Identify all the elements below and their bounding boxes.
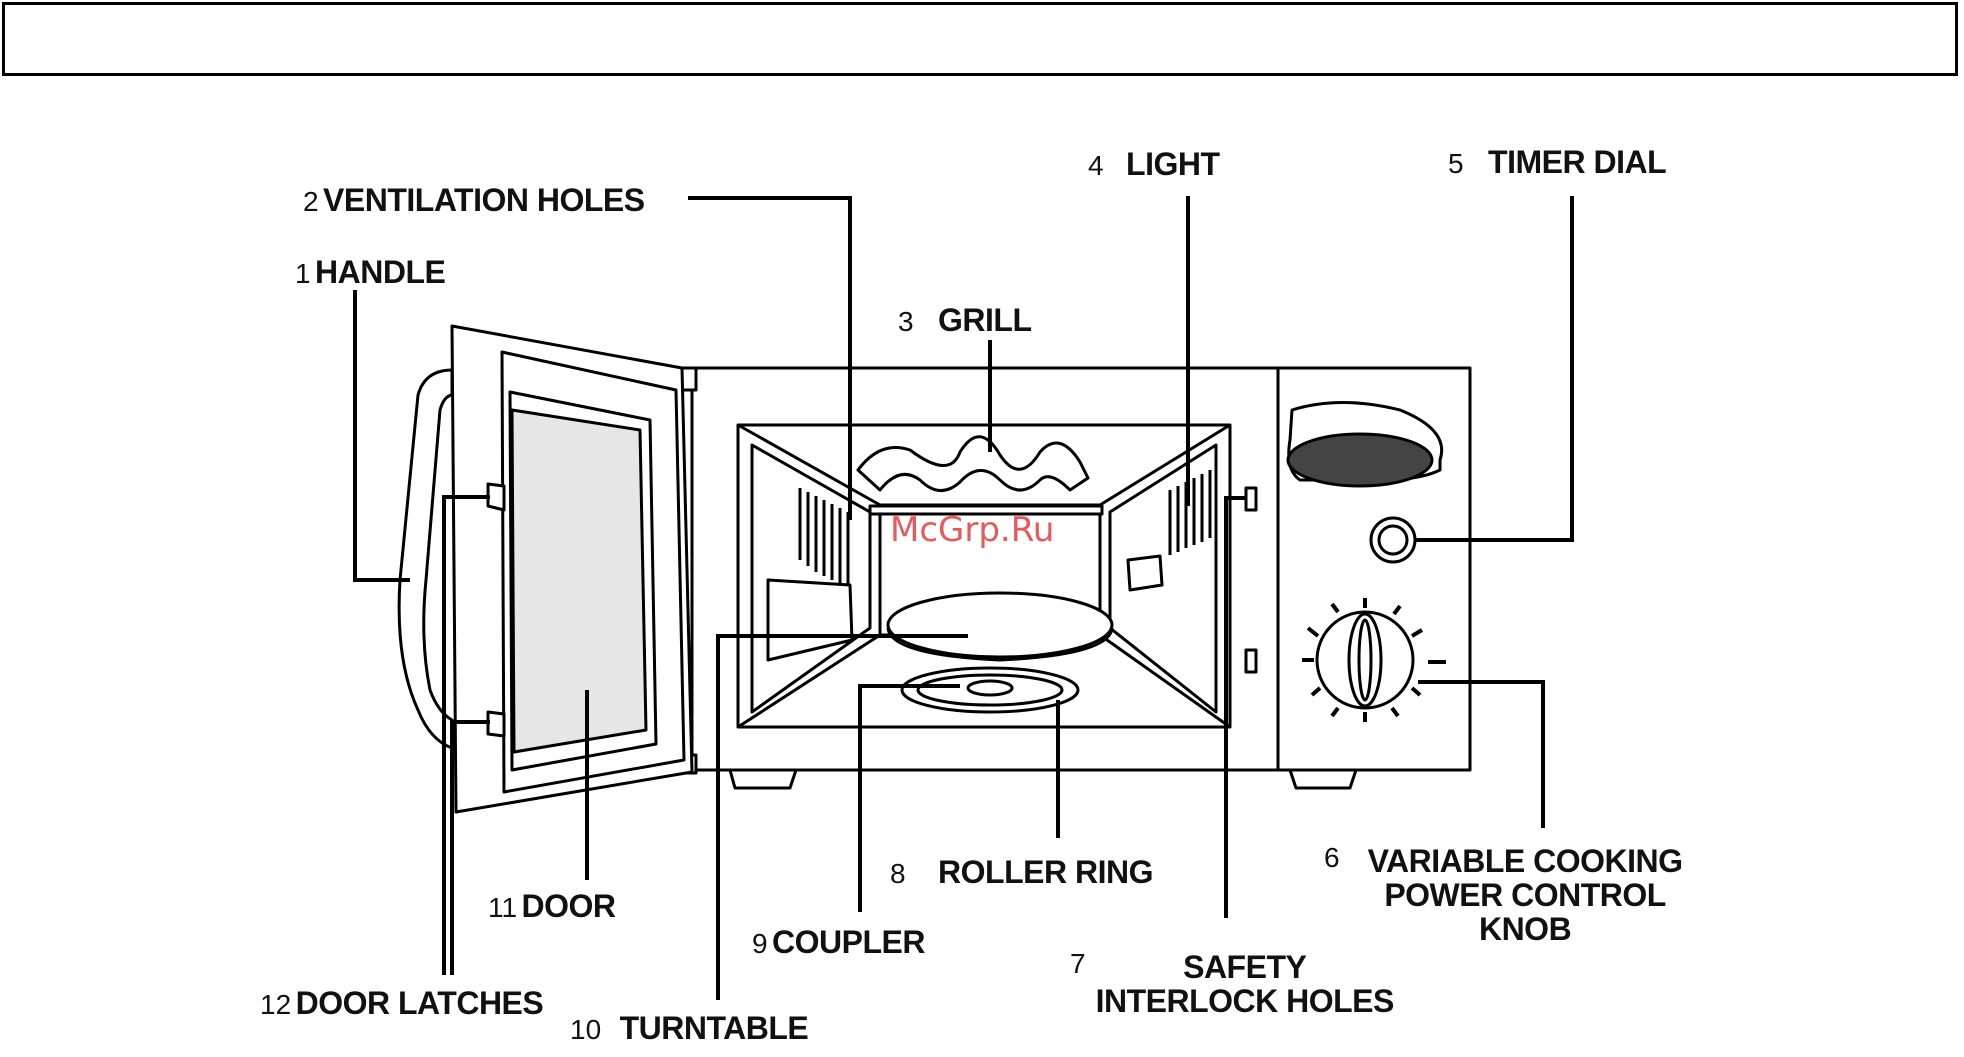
display-inner [1288, 434, 1432, 486]
label-timer-text: TIMER DIAL [1488, 144, 1666, 180]
label-door-number: 11 [488, 892, 517, 923]
label-grill-text: GRILL [938, 302, 1031, 338]
label-power-text: VARIABLE COOKING POWER CONTROL KNOB [1368, 844, 1683, 946]
label-light: 4 LIGHT [1088, 148, 1220, 180]
label-latches-number: 12 [260, 989, 291, 1020]
label-turntable-number: 10 [570, 1014, 601, 1045]
oven-foot-right [1290, 770, 1356, 788]
label-coupler-text: COUPLER [772, 924, 925, 960]
label-turntable-text: TURNTABLE [620, 1010, 809, 1046]
label-interlock: 7 SAFETY INTERLOCK HOLES [1070, 950, 1394, 1018]
label-turntable: 10 TURNTABLE [570, 1012, 808, 1044]
label-ventilation: 2 VENTILATION HOLES [303, 184, 645, 216]
door-latch-bottom [488, 712, 504, 736]
label-coupler-number: 9 [752, 928, 768, 959]
label-ventilation-text: VENTILATION HOLES [323, 182, 645, 218]
label-door: 11 DOOR [488, 890, 616, 922]
label-timer-number: 5 [1448, 148, 1464, 179]
label-door-text: DOOR [522, 888, 616, 924]
label-ventilation-number: 2 [303, 186, 319, 217]
label-light-number: 4 [1088, 150, 1104, 181]
label-latches: 12 DOOR LATCHES [260, 987, 543, 1019]
power-knob [1317, 612, 1413, 708]
watermark-text: McGrp.Ru [890, 510, 1054, 550]
label-roller-number: 8 [890, 858, 906, 889]
turntable [888, 593, 1112, 657]
oven-foot-left [730, 770, 796, 788]
door-window [512, 410, 646, 752]
label-handle-text: HANDLE [315, 254, 445, 290]
label-roller: 8 ROLLER RING [890, 856, 1153, 888]
label-power: 6 VARIABLE COOKING POWER CONTROL KNOB [1324, 844, 1683, 946]
leader-handle [355, 290, 410, 580]
label-latches-text: DOOR LATCHES [296, 985, 544, 1021]
label-timer: 5 TIMER DIAL [1448, 146, 1666, 178]
label-coupler: 9 COUPLER [752, 926, 925, 958]
label-power-number: 6 [1324, 844, 1340, 872]
coupler-part [968, 681, 1012, 695]
label-roller-text: ROLLER RING [938, 854, 1153, 890]
interlock-hole-bottom [1246, 650, 1256, 672]
label-light-text: LIGHT [1126, 146, 1219, 182]
interlock-hole-top [1246, 488, 1256, 510]
label-interlock-text: SAFETY INTERLOCK HOLES [1056, 950, 1394, 1018]
label-grill: 3 GRILL [898, 304, 1032, 336]
label-grill-number: 3 [898, 306, 914, 337]
door-latch-top [488, 484, 504, 510]
label-handle-number: 1 [295, 258, 311, 289]
label-handle: 1 HANDLE [295, 256, 445, 288]
